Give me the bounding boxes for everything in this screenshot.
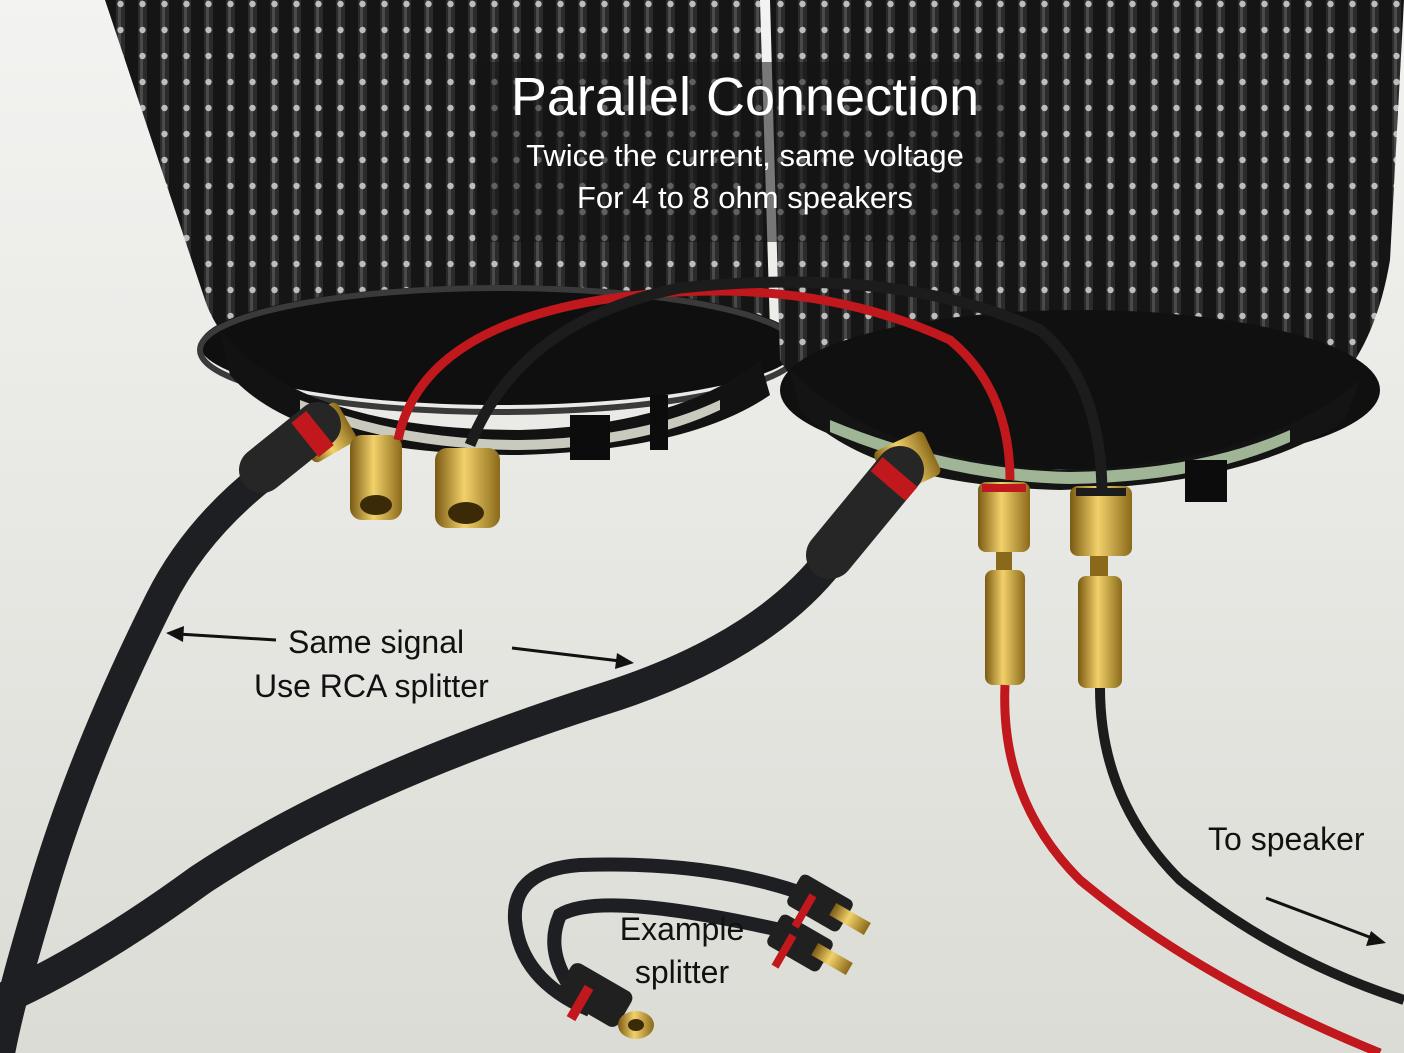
arrow-right-to-right-cable bbox=[511, 646, 634, 669]
label-example: Example bbox=[619, 911, 745, 947]
red-jumper-wire bbox=[393, 286, 1015, 481]
title-overlay-box bbox=[475, 62, 1015, 242]
subtitle-ohms: For 4 to 8 ohm speakers bbox=[577, 180, 913, 215]
arrow-left-to-left-cable bbox=[166, 626, 277, 642]
label-splitter: splitter bbox=[634, 954, 730, 990]
right-rca-cable bbox=[0, 446, 924, 1015]
left-binding-post-red bbox=[350, 435, 402, 520]
label-same-signal: Same signal bbox=[288, 624, 465, 660]
red-speaker-wire bbox=[1000, 684, 1382, 1053]
page-title: Parallel Connection bbox=[510, 67, 980, 127]
arrow-to-speaker bbox=[1265, 896, 1386, 946]
right-binding-post-red bbox=[978, 482, 1030, 685]
example-splitter-image bbox=[507, 857, 871, 1039]
label-use-rca-splitter: Use RCA splitter bbox=[254, 668, 489, 704]
left-binding-post-black bbox=[435, 448, 500, 528]
subtitle-current: Twice the current, same voltage bbox=[526, 138, 964, 173]
black-jumper-wire bbox=[464, 276, 1108, 491]
label-to-speaker: To speaker bbox=[1208, 821, 1365, 857]
black-speaker-wire bbox=[1095, 687, 1404, 1005]
right-binding-post-black bbox=[1070, 486, 1132, 688]
